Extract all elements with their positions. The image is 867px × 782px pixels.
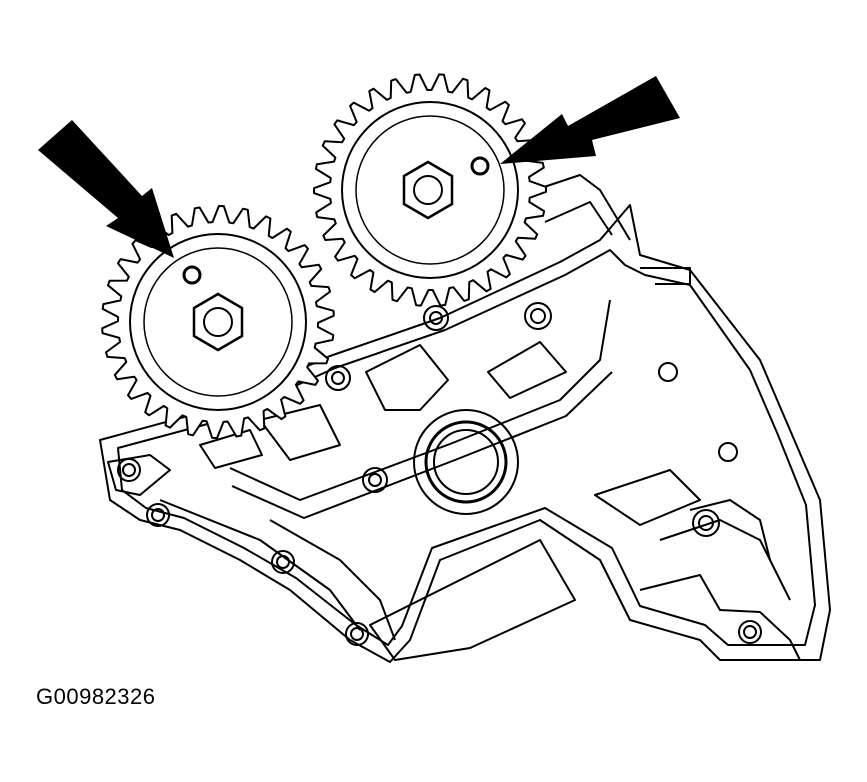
right-gear-ring <box>341 101 519 279</box>
center-seal-boss <box>413 409 519 515</box>
right-gear-bolt-bore <box>413 175 443 205</box>
right-camshaft-gear <box>313 73 547 307</box>
engine-front-cover <box>99 174 831 663</box>
mounting-bolt-holes <box>117 302 762 646</box>
left-gear-inner-ring <box>143 247 293 397</box>
right-gear-timing-mark <box>470 156 490 176</box>
figure-id-label: G00982326 <box>36 684 156 709</box>
left-gear-timing-mark <box>182 265 202 285</box>
left-gear-ring <box>129 233 307 411</box>
left-gear-bolt-bore <box>203 307 233 337</box>
right-gear-inner-ring <box>355 115 505 265</box>
right-pointer-arrow <box>500 76 680 164</box>
left-camshaft-gear <box>101 205 335 439</box>
left-pointer-arrow <box>38 120 174 258</box>
